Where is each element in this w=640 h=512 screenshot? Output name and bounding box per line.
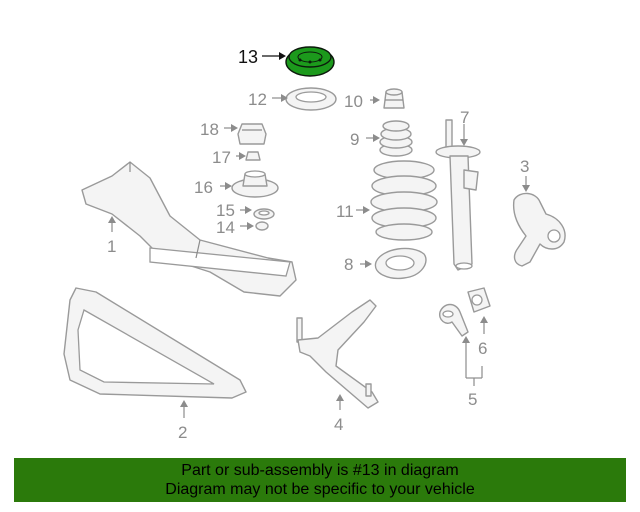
part-12-spring-seat bbox=[285, 87, 337, 111]
callout-2-arrow bbox=[180, 400, 188, 407]
part-10-bump-stop bbox=[383, 88, 405, 109]
part-1-subframe bbox=[81, 161, 297, 297]
part-17-nut bbox=[245, 151, 261, 161]
part-13-strut-mount-highlighted[interactable] bbox=[285, 46, 335, 77]
part-11-coil-spring bbox=[370, 160, 438, 241]
callout-18-arrow bbox=[231, 124, 238, 132]
callout-4: 4 bbox=[334, 415, 343, 434]
part-2-reinforcement-plate bbox=[63, 287, 247, 399]
callout-14-arrow bbox=[247, 222, 254, 230]
callout-8-arrow bbox=[365, 260, 372, 268]
callout-6-arrow bbox=[480, 316, 488, 323]
callout-18: 18 bbox=[200, 120, 219, 139]
callout-6: 6 bbox=[478, 339, 487, 358]
part-8-spring-pad bbox=[374, 247, 427, 280]
callout-9: 9 bbox=[350, 130, 359, 149]
part-6-bushing bbox=[467, 287, 491, 313]
callout-10: 10 bbox=[344, 92, 363, 111]
callout-12-arrow bbox=[281, 94, 288, 102]
part-14-washer bbox=[255, 221, 269, 231]
banner-line-2: Diagram may not be specific to your vehi… bbox=[165, 481, 475, 498]
part-4-control-arm bbox=[296, 299, 379, 409]
part-18-mount-cap bbox=[237, 123, 267, 145]
callout-7: 7 bbox=[460, 108, 469, 127]
callout-3-arrow bbox=[522, 185, 530, 192]
part-5-bushing-bracket bbox=[438, 303, 469, 337]
callout-5-leader bbox=[462, 336, 483, 386]
callout-5: 5 bbox=[468, 390, 477, 409]
callout-16-arrow bbox=[225, 182, 232, 190]
callout-8: 8 bbox=[344, 255, 353, 274]
callout-15-arrow bbox=[245, 206, 252, 214]
callout-1: 1 bbox=[107, 237, 116, 256]
callout-2: 2 bbox=[178, 423, 187, 442]
info-banner: Part or sub-assembly is #13 in diagram D… bbox=[14, 458, 626, 502]
callout-4-arrow bbox=[336, 394, 344, 401]
part-15-bearing bbox=[253, 208, 275, 220]
callout-15: 15 bbox=[216, 201, 235, 220]
callout-3: 3 bbox=[520, 157, 529, 176]
part-3-steering-knuckle bbox=[512, 192, 566, 267]
callout-13: 13 bbox=[238, 47, 258, 67]
callout-16: 16 bbox=[194, 178, 213, 197]
callout-17-arrow bbox=[239, 152, 246, 160]
callout-1-arrow bbox=[108, 216, 116, 223]
callout-9-arrow bbox=[373, 134, 380, 142]
callout-14: 14 bbox=[216, 218, 235, 237]
callout-7-arrow bbox=[460, 139, 468, 146]
callout-17: 17 bbox=[212, 148, 231, 167]
part-7-strut-assembly bbox=[435, 119, 481, 271]
callout-11-arrow bbox=[363, 206, 370, 214]
banner-line-1: Part or sub-assembly is #13 in diagram bbox=[181, 462, 459, 479]
parts-diagram: 13 12 18 17 16 15 14 bbox=[63, 46, 566, 442]
part-9-dust-boot bbox=[379, 120, 413, 157]
part-16-upper-mount bbox=[231, 170, 279, 198]
callout-12: 12 bbox=[248, 90, 267, 109]
callout-10-arrow bbox=[373, 96, 380, 104]
callout-13-leader bbox=[262, 52, 286, 60]
callout-11: 11 bbox=[336, 202, 354, 221]
